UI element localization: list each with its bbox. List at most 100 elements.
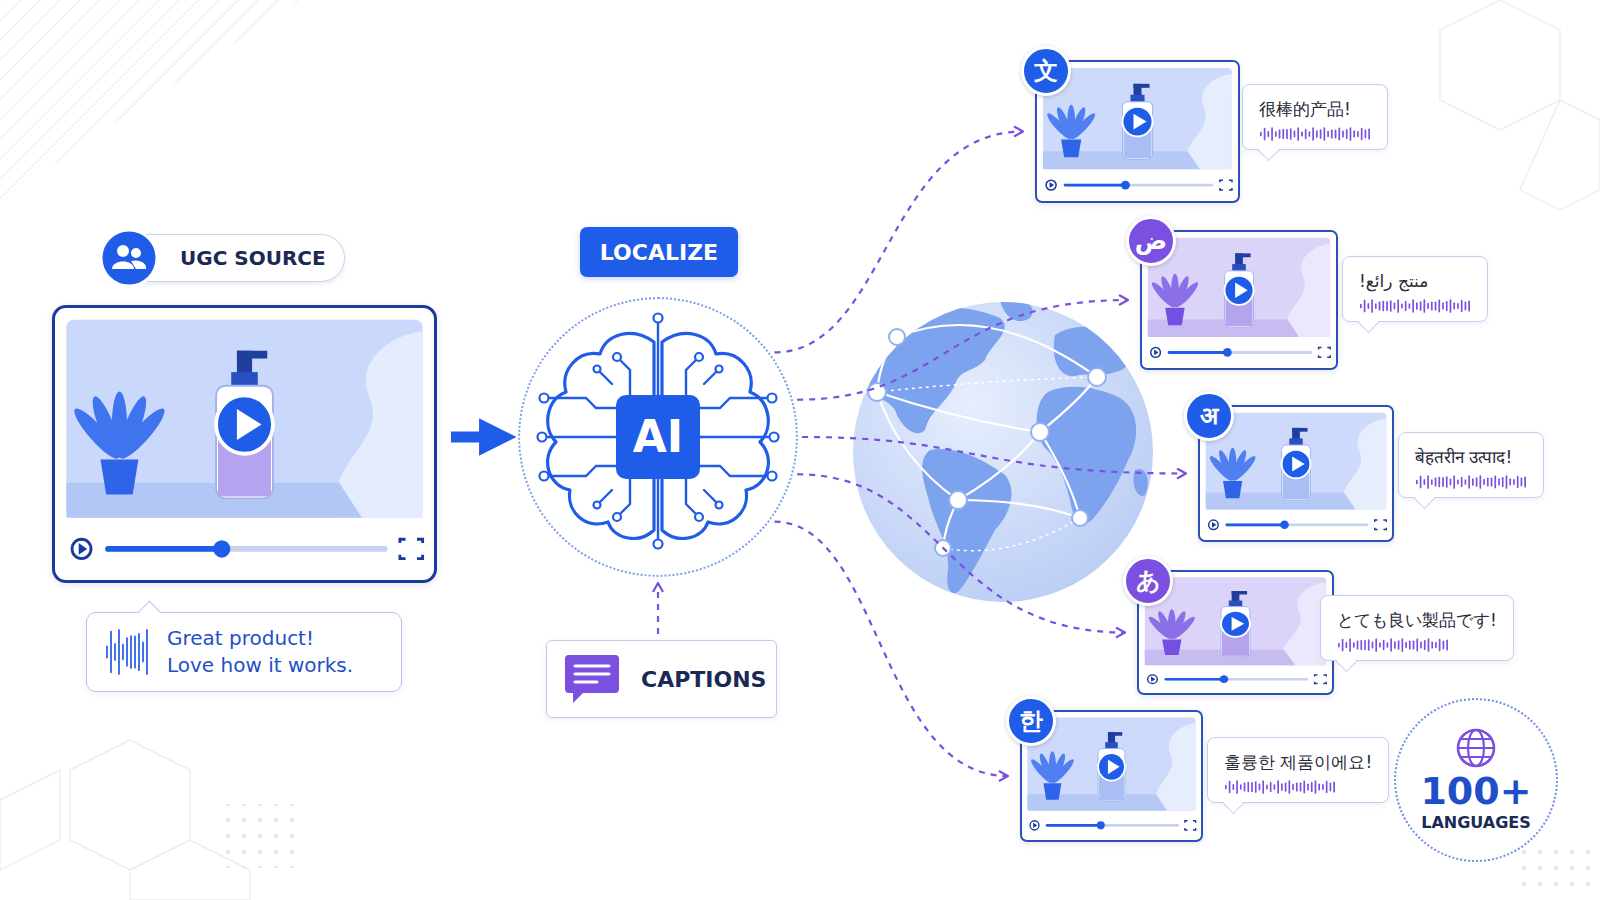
control-play: [1030, 821, 1039, 830]
wave-bar: [1318, 784, 1320, 789]
progress-knob: [213, 540, 230, 557]
source-video-card: UGC SOURCE: [52, 305, 437, 583]
progress-knob: [1220, 675, 1229, 683]
wave-bar: [1401, 639, 1403, 651]
wave-bar: [1476, 478, 1478, 486]
wave-bar: [1375, 639, 1377, 651]
wave-bar: [1387, 643, 1389, 647]
bottle-body: [1224, 271, 1253, 327]
network-lines: [877, 325, 1097, 548]
language-badge: ض: [1126, 216, 1176, 266]
control-play-icon: [1050, 182, 1055, 188]
wave-bar: [1435, 302, 1437, 309]
localize-connector: [774, 522, 1008, 776]
wave-bar: [1326, 782, 1328, 793]
wave-bar: [1274, 785, 1276, 789]
progress-fill: [1065, 184, 1125, 187]
wave-bar: [1270, 783, 1272, 792]
flow-arrow: [451, 432, 494, 443]
progress-track: [1166, 678, 1307, 681]
play-icon: [237, 409, 262, 440]
wave-bar: [1461, 301, 1463, 312]
backdrop-shape: [1186, 74, 1232, 169]
wave-bar: [1416, 481, 1418, 484]
wave-bar: [1315, 781, 1317, 793]
wave-bar: [1409, 641, 1411, 648]
step-label: LOCALIZE: [600, 240, 718, 265]
fullscreen-icon: [1315, 675, 1327, 684]
wave-bar: [1423, 480, 1425, 484]
play-icon: [1235, 283, 1248, 299]
play-button: [1224, 276, 1253, 305]
wave-bar: [1367, 304, 1369, 308]
wave-bar: [1450, 300, 1452, 312]
wave-bar: [1297, 128, 1299, 140]
backdrop-shape: [1342, 418, 1386, 509]
control-play-icon: [1033, 823, 1037, 828]
wave-bar: [1390, 301, 1392, 311]
progress-fill: [1227, 523, 1285, 526]
translated-speech-bubble: 很棒的产品!: [1242, 84, 1388, 150]
person-head: [131, 248, 141, 258]
fullscreen-icon: [1220, 180, 1232, 190]
language-badge: あ: [1123, 556, 1173, 606]
wave-bar: [1424, 641, 1426, 649]
wave-bar: [1286, 130, 1288, 139]
audio-waveform: [1259, 127, 1371, 141]
wave-bar: [1412, 300, 1414, 312]
wave-bar: [1275, 132, 1277, 136]
play-button: [1282, 450, 1311, 479]
wave-bar: [1279, 130, 1281, 138]
wave-bar: [114, 644, 116, 660]
wave-bar: [1371, 300, 1373, 312]
network-dashes: [877, 377, 1097, 551]
wave-bar: [1338, 644, 1340, 647]
wave-bar: [138, 634, 140, 670]
control-play-icon: [1154, 350, 1158, 356]
plant-leaf: [1050, 757, 1076, 785]
ai-chip-label: AI: [616, 395, 700, 479]
wave-bar: [1262, 781, 1264, 793]
plant-leaf: [115, 404, 169, 463]
language-badge: अ: [1184, 391, 1234, 441]
wave-bar: [130, 636, 132, 668]
play-button: [216, 395, 273, 453]
play-icon: [1108, 760, 1120, 775]
translated-speech-bubble: बेहतरीन उत्पाद!: [1398, 432, 1544, 498]
translated-text: منتج رائع!: [1359, 269, 1471, 293]
wave-bar: [1372, 642, 1374, 647]
wave-bar: [1413, 641, 1415, 648]
progress-fill: [1169, 351, 1227, 354]
wave-bar: [126, 638, 128, 666]
wave-bar: [1338, 128, 1340, 139]
wave-bar: [1428, 639, 1430, 651]
localize-connector: [802, 437, 1186, 474]
wave-bar: [1232, 785, 1234, 789]
control-play-icon: [79, 543, 88, 555]
wave-bar: [1375, 304, 1377, 308]
wave-bar: [1405, 643, 1407, 648]
audio-waveform: [105, 629, 149, 675]
wave-bar: [134, 636, 136, 667]
wave-bar: [1333, 782, 1335, 792]
captions-label: CAPTIONS: [641, 667, 766, 692]
language-label: LANGUAGES: [1421, 812, 1531, 834]
localize-connector: [797, 300, 1128, 400]
wave-bar: [1350, 128, 1352, 140]
play-button: [1122, 107, 1152, 137]
wave-bar: [1345, 643, 1347, 647]
control-play: [72, 539, 91, 558]
wave-bar: [1259, 784, 1261, 789]
wave-bar: [1316, 131, 1318, 137]
wave-bar: [1457, 304, 1459, 308]
wave-bar: [1353, 131, 1355, 136]
source-speech-bubble: Great product! Love how it works.: [86, 612, 402, 692]
wave-bar: [1397, 300, 1399, 312]
wave-bar: [1509, 479, 1511, 484]
pump-stem: [1232, 591, 1240, 601]
wave-bar: [1379, 302, 1381, 310]
wave-bar: [1438, 300, 1440, 311]
captions-box: CAPTIONS: [546, 640, 777, 718]
icon-disc: [101, 230, 157, 286]
wave-bar: [1409, 304, 1411, 308]
